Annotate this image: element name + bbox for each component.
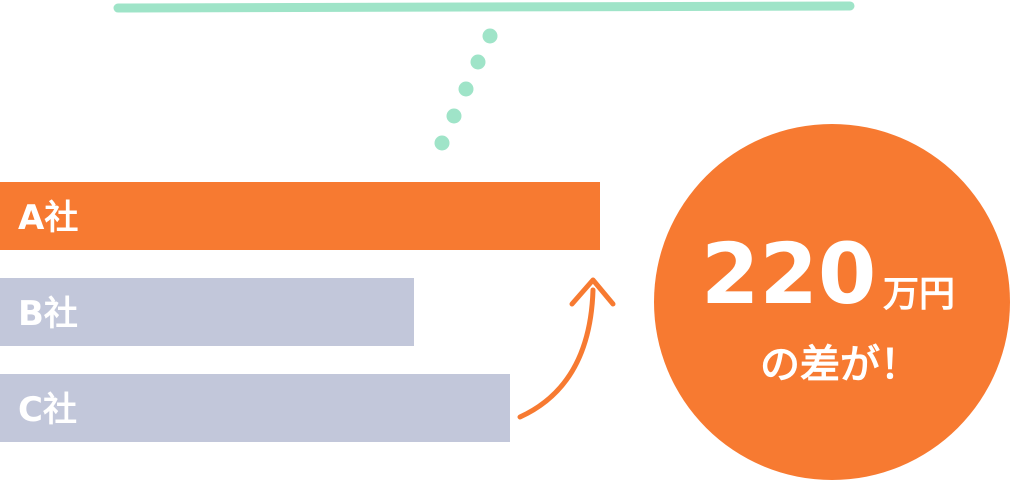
bar-label-1: B社 (18, 294, 78, 334)
curved-arrow-icon (517, 287, 596, 420)
difference-amount: 220 (701, 225, 876, 323)
connector-dot (446, 108, 462, 124)
difference-suffix: の差が！ (760, 342, 920, 388)
bar-label-2: C社 (18, 390, 77, 430)
connector-dot (482, 28, 498, 44)
difference-callout-circle (654, 124, 1010, 480)
top-reference-line (113, 1, 855, 13)
arrow-head-icon (569, 277, 616, 307)
bar-1 (0, 278, 414, 346)
connector-dot (458, 81, 474, 97)
bars-group: A社 B社 C社 (0, 182, 600, 442)
connector-dot (470, 54, 486, 70)
bar-label-0: A社 (18, 198, 78, 238)
connector-dot (434, 135, 450, 151)
dotted-connector (434, 28, 498, 151)
difference-unit: 万円 (883, 274, 955, 315)
bar-0 (0, 182, 600, 250)
bar-2 (0, 374, 510, 442)
